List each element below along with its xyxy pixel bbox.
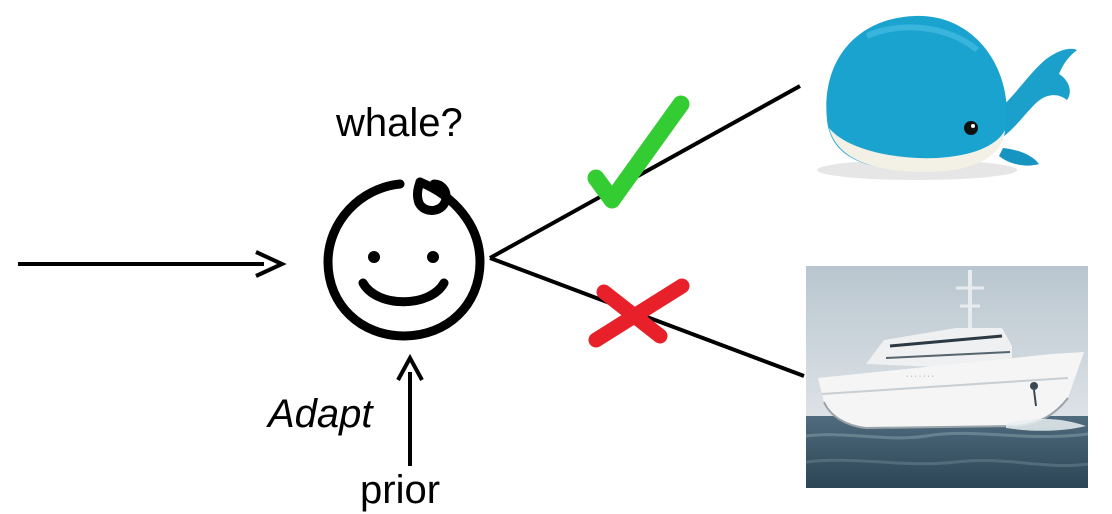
adapt-label: Adapt (268, 392, 373, 436)
cross-icon (588, 278, 690, 348)
prior-arrow (396, 353, 424, 466)
ship-image: · · · · · · · (806, 266, 1088, 488)
prior-label: prior (360, 468, 441, 512)
plush-whale-image (807, 0, 1085, 188)
question-label: whale? (336, 101, 463, 145)
branch-to-whale (489, 84, 801, 260)
input-arrow (18, 250, 287, 278)
check-icon (587, 95, 690, 209)
svg-text:· · · · · · ·: · · · · · · · (906, 373, 934, 380)
baby-face-icon (323, 177, 485, 341)
